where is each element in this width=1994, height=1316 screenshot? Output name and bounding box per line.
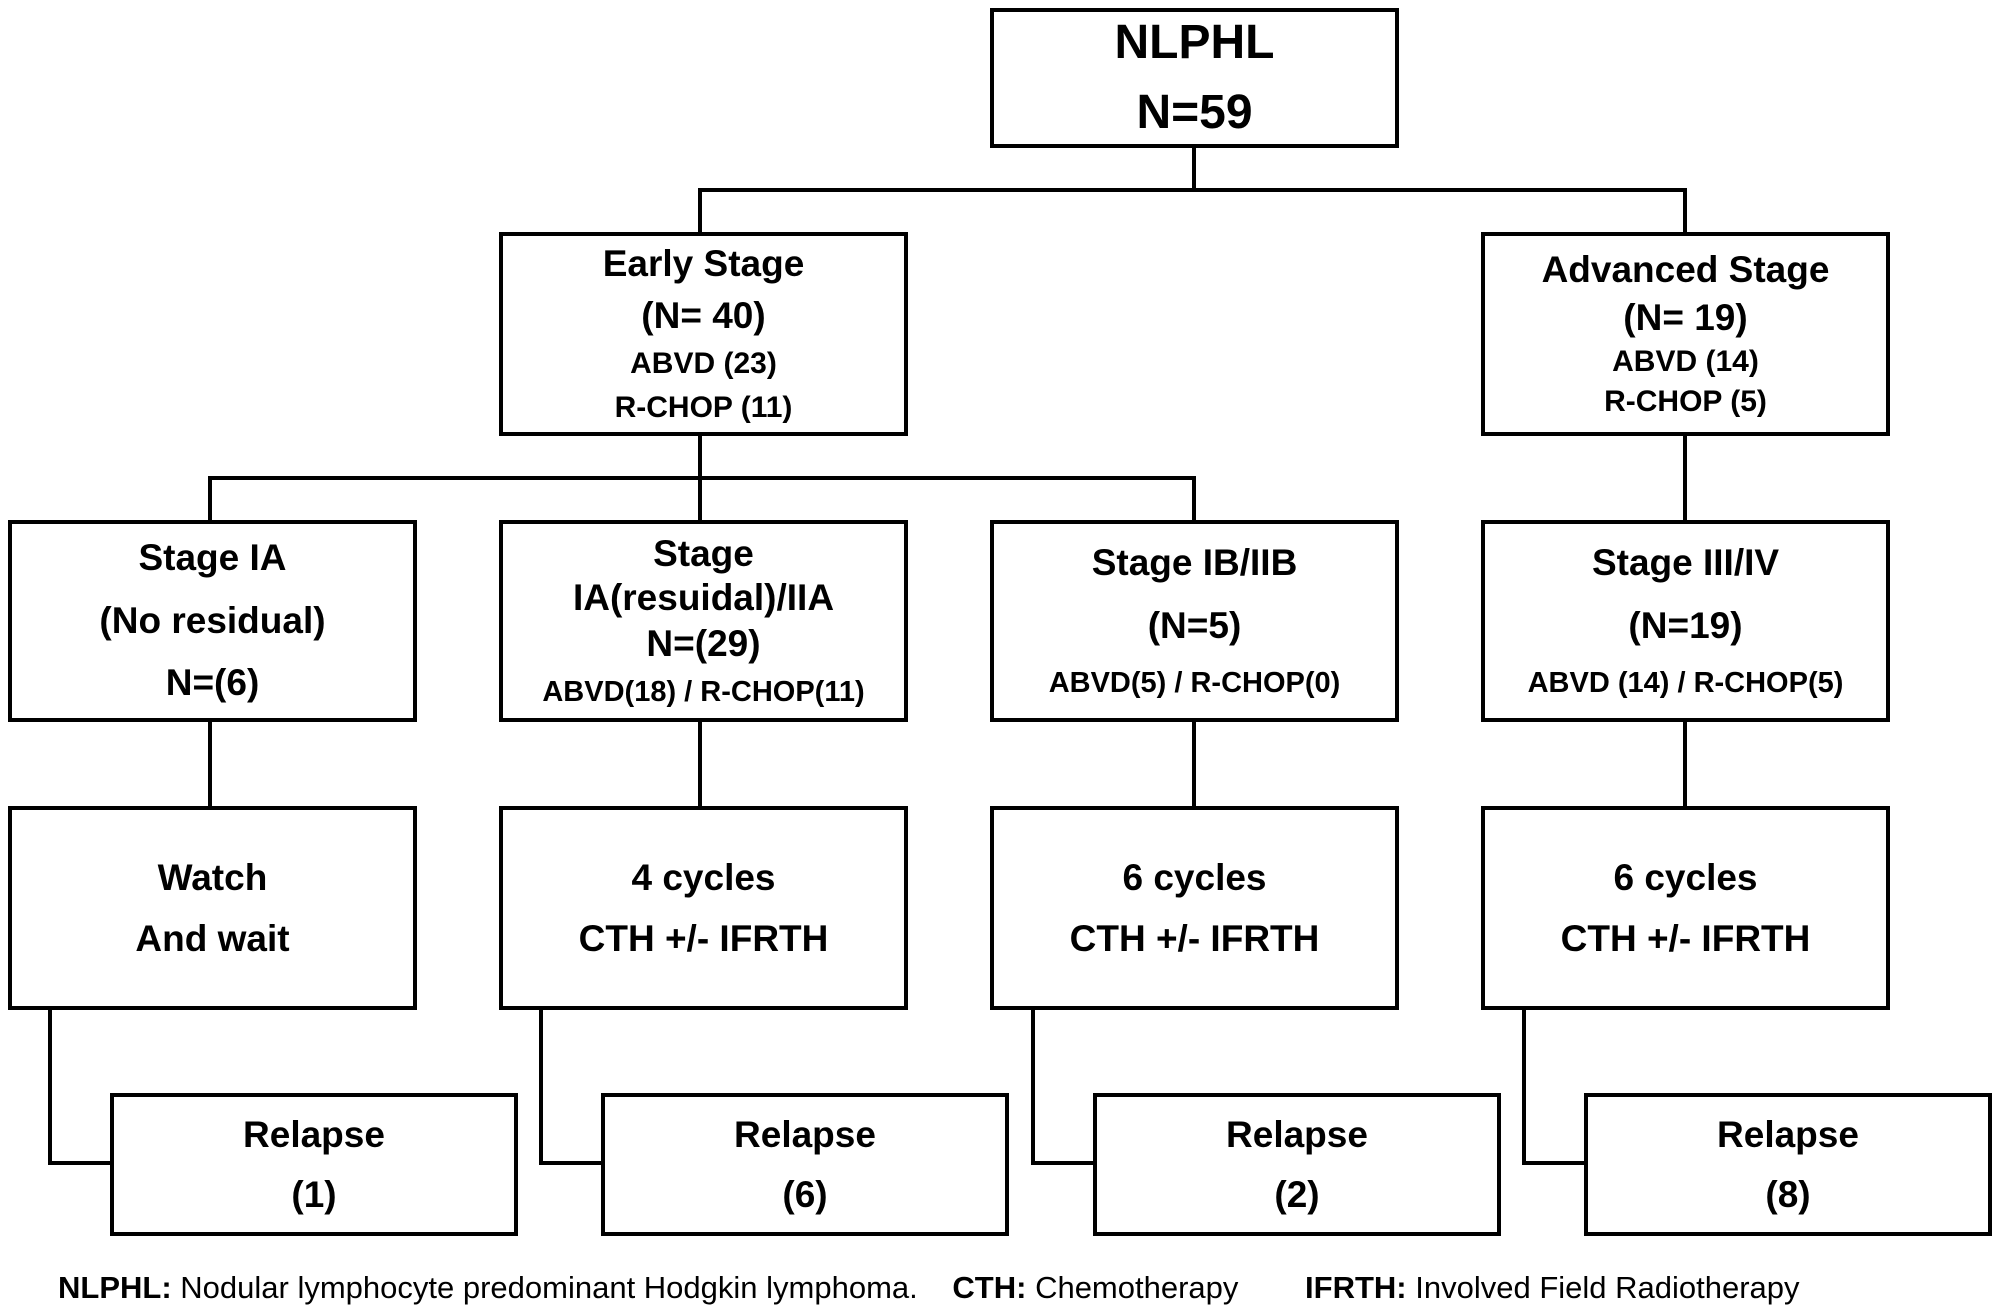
relapse-watch-node: Relapse (1) [110,1093,518,1236]
stage-ia-residual-iia-node: Stage IA(resuidal)/IIA N=(29) ABVD(18) /… [499,520,908,722]
relapse-watch-l1: Relapse [243,1114,385,1156]
stage-iia-regimens: ABVD(18) / R-CHOP(11) [542,676,865,709]
advanced-stage-node: Advanced Stage (N= 19) ABVD (14) R-CHOP … [1481,232,1890,436]
treatment-watch-l2: And wait [135,918,290,959]
early-stage-rchop: R-CHOP (11) [614,391,793,425]
legend-cth-def: Chemotherapy [1035,1270,1239,1305]
legend-ifrth-abbr: IFRTH: [1305,1270,1407,1305]
treatment-4cycles-node: 4 cycles CTH +/- IFRTH [499,806,908,1010]
stage-ia-title: Stage IA [138,536,287,578]
treatment-watch-node: Watch And wait [8,806,417,1010]
treatment-6cycles-advanced-l2: CTH +/- IFRTH [1560,918,1811,959]
legend-nlphl-abbr: NLPHL: [58,1270,172,1305]
legend-nlphl-def: Nodular lymphocyte predominant Hodgkin l… [180,1270,918,1305]
advanced-stage-abvd: ABVD (14) [1612,345,1759,379]
abbreviation-legend: NLPHL: Nodular lymphocyte predominant Ho… [58,1270,1958,1306]
relapse-watch-l2: (1) [291,1173,337,1215]
early-stage-title: Early Stage [602,242,805,284]
treatment-6cycles-early-l2: CTH +/- IFRTH [1069,918,1320,959]
connector-early-to-substages [208,434,1196,522]
stage-iii-iv-regimens: ABVD (14) / R-CHOP(5) [1527,666,1844,699]
connector-treatment-to-relapse [48,1008,1586,1165]
relapse-6cycles-advanced-l1: Relapse [1717,1114,1859,1156]
root-node: NLPHL N=59 [990,8,1399,148]
advanced-stage-count: (N= 19) [1623,297,1748,338]
treatment-4cycles-l1: 4 cycles [631,856,776,898]
legend-ifrth: IFRTH: Involved Field Radiotherapy [1305,1270,1800,1306]
relapse-6cycles-advanced-node: Relapse (8) [1584,1093,1992,1236]
stage-ia-count: N=(6) [165,662,260,704]
treatment-watch-l1: Watch [157,856,268,898]
relapse-4cycles-node: Relapse (6) [601,1093,1009,1236]
relapse-4cycles-l2: (6) [782,1173,828,1215]
legend-nlphl: NLPHL: Nodular lymphocyte predominant Ho… [58,1270,918,1306]
relapse-6cycles-early-node: Relapse (2) [1093,1093,1501,1236]
treatment-6cycles-early-l1: 6 cycles [1122,856,1267,898]
early-stage-node: Early Stage (N= 40) ABVD (23) R-CHOP (11… [499,232,908,436]
treatment-6cycles-advanced-l1: 6 cycles [1613,856,1758,898]
stage-ia-subtitle: (No residual) [99,599,326,641]
early-stage-count: (N= 40) [641,295,766,336]
legend-cth: CTH: Chemotherapy [952,1270,1238,1306]
stage-ib-iib-node: Stage IB/IIB (N=5) ABVD(5) / R-CHOP(0) [990,520,1399,722]
treatment-4cycles-l2: CTH +/- IFRTH [578,918,829,959]
stage-iia-subtitle: IA(resuidal)/IIA [572,577,835,619]
relapse-6cycles-early-l2: (2) [1274,1173,1320,1215]
treatment-6cycles-early-node: 6 cycles CTH +/- IFRTH [990,806,1399,1010]
stage-iia-count: N=(29) [646,622,761,664]
stage-iia-title: Stage [653,533,754,575]
relapse-4cycles-l1: Relapse [734,1114,876,1156]
connector-stage-to-treatment [208,720,1687,808]
advanced-stage-rchop: R-CHOP (5) [1604,385,1767,419]
stage-ib-iib-count: (N=5) [1147,604,1242,646]
root-count: N=59 [1136,86,1253,139]
relapse-6cycles-early-l1: Relapse [1226,1114,1368,1156]
treatment-6cycles-advanced-node: 6 cycles CTH +/- IFRTH [1481,806,1890,1010]
connector-root-to-stages [698,146,1687,234]
stage-iii-iv-count: (N=19) [1628,604,1743,646]
legend-cth-abbr: CTH: [952,1270,1027,1305]
stage-ib-iib-regimens: ABVD(5) / R-CHOP(0) [1048,666,1341,699]
stage-ia-node: Stage IA (No residual) N=(6) [8,520,417,722]
stage-iii-iv-title: Stage III/IV [1591,542,1780,584]
stage-iii-iv-node: Stage III/IV (N=19) ABVD (14) / R-CHOP(5… [1481,520,1890,722]
stage-ib-iib-title: Stage IB/IIB [1091,542,1298,584]
root-title: NLPHL [1114,16,1275,70]
early-stage-abvd: ABVD (23) [630,347,777,381]
relapse-6cycles-advanced-l2: (8) [1765,1173,1811,1215]
advanced-stage-title: Advanced Stage [1541,248,1830,290]
legend-ifrth-def: Involved Field Radiotherapy [1415,1270,1800,1305]
